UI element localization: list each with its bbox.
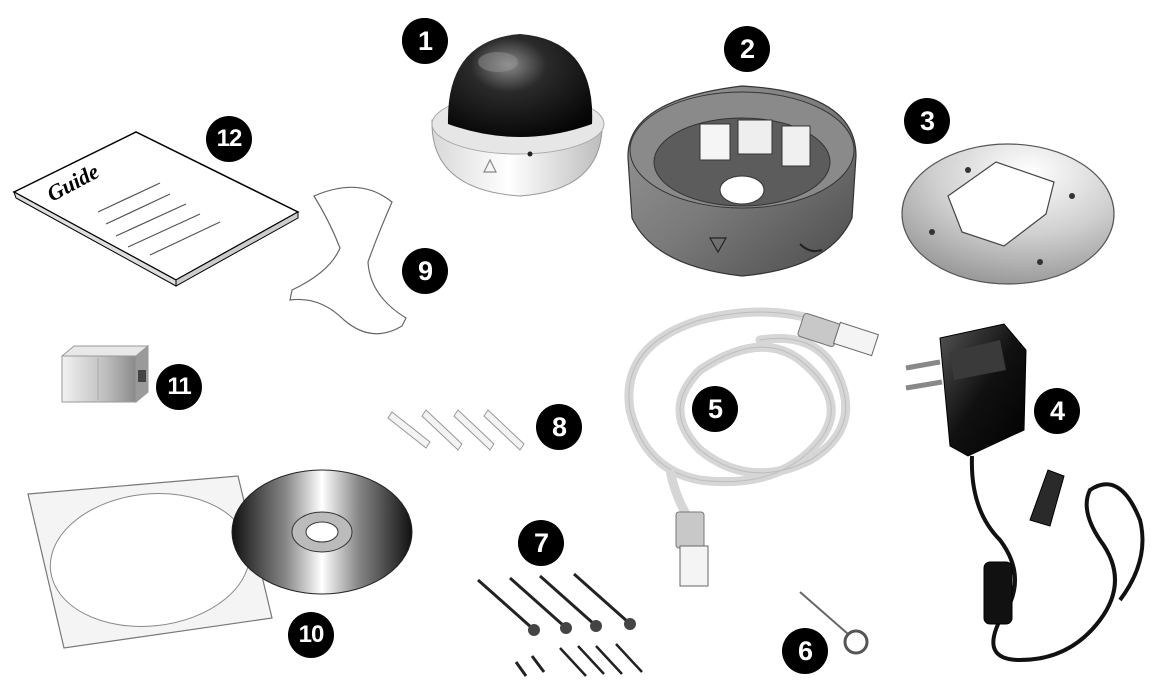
number-badge-9: 9 [402,248,448,294]
pin-tool [799,591,869,655]
mounting-plate [901,143,1115,285]
rj45-coupler [60,344,150,404]
cd-in-sleeve [27,469,413,649]
number-badge-8: 8 [536,404,582,450]
number-badge-1: 1 [402,18,448,64]
number-badge-2: 2 [724,26,770,72]
number-badge-11: 11 [156,364,202,410]
number-badge-4: 4 [1034,388,1080,434]
dome-camera [431,34,605,197]
number-badge-12: 12 [206,116,252,162]
number-badge-10: 10 [288,612,334,658]
number-badge-5: 5 [692,386,738,432]
quick-guide-booklet: Guide [12,131,300,287]
number-badge-7: 7 [518,520,564,566]
number-badge-6: 6 [782,628,828,674]
number-badge-3: 3 [904,98,950,144]
power-adapter [905,323,1145,663]
wall-anchors [387,409,525,451]
mounting-base [627,85,857,277]
dome-tool [289,186,407,335]
network-cable [624,307,880,587]
screws [477,572,643,677]
